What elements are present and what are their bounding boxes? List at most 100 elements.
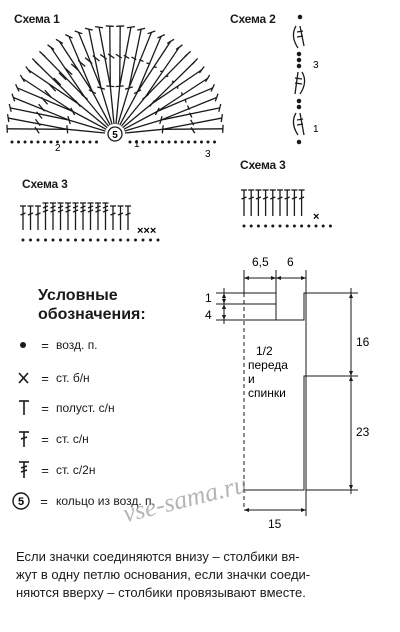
chain-dot <box>148 140 151 144</box>
chain-dot <box>23 140 27 144</box>
fan-inner-stitch <box>84 96 110 127</box>
dim-right-23: 23 <box>356 425 370 439</box>
chain-dot <box>75 140 79 144</box>
chain-dot <box>167 140 171 144</box>
scheme-3a-tail: ××× <box>137 225 156 237</box>
fan-inner-stitch <box>77 103 108 129</box>
fan-inner-stitch <box>119 91 139 126</box>
fan-outer-stitch <box>50 46 86 98</box>
chain-dot <box>134 238 137 242</box>
footnote-line2: жут в одну петлю основания, если значки … <box>16 567 311 582</box>
stitch-cross <box>50 209 56 213</box>
dim-bottom: 15 <box>268 517 282 531</box>
piece-label-line1: 1/2 <box>256 344 273 358</box>
scheme-2-title: Схема 2 <box>230 12 276 26</box>
fan-outer-stitch-top <box>39 50 46 58</box>
fan-outer-stitch <box>144 46 180 98</box>
stitch-cross <box>125 212 131 216</box>
legend-equals: = <box>41 370 49 386</box>
fan-inner-stitch <box>109 86 115 125</box>
fan-outer-stitch <box>41 53 86 98</box>
legend-equals: = <box>41 431 49 447</box>
fan-inner-stitch-top <box>70 107 76 116</box>
fan-outer-stitch-cross <box>138 59 144 63</box>
chain-dot <box>180 140 184 144</box>
legend-heading: Условные обозначения: <box>38 286 146 324</box>
chain-dot <box>21 238 25 242</box>
chain-dot <box>89 238 92 242</box>
chain-dot <box>292 224 296 228</box>
fan-inner-stitch <box>117 87 130 125</box>
fan-outer-stitch-cross <box>84 57 93 64</box>
fan-outer-stitch-top <box>204 74 211 83</box>
legend-heading-line1: Условные <box>38 287 118 304</box>
fan-outer-stitch-cross <box>77 59 86 68</box>
fan-outer-stitch-top <box>126 25 135 29</box>
chain-dot <box>49 140 53 144</box>
fan-outer-stitch <box>151 69 203 105</box>
fan-outer-stitch-top <box>8 103 12 112</box>
dim-top-right: 6 <box>287 255 294 269</box>
fan-inner-stitch-top <box>88 89 97 95</box>
fan-outer-stitch <box>88 29 102 89</box>
fan-outer-stitch-top <box>19 74 26 83</box>
stitch-cross <box>95 205 101 209</box>
fan-outer-stitch-cross <box>36 111 43 119</box>
fan-outer-stitch <box>10 107 70 121</box>
scheme-2-label-3: 3 <box>313 60 319 71</box>
double-crochet-icon <box>19 431 29 447</box>
fan-outer-stitch-top <box>95 25 104 29</box>
fan-inner-stitch-top <box>106 85 115 88</box>
fan-outer-stitch-top <box>47 44 55 51</box>
legend-equals: = <box>41 400 49 416</box>
fan-outer-stitch-cross <box>70 63 79 71</box>
fan-outer-stitch <box>27 69 79 105</box>
scheme-3a-diagram: ××× <box>20 202 160 242</box>
chain-dot <box>59 238 62 242</box>
fan-outer-stitch-cross <box>64 67 73 76</box>
stitch-cross <box>102 209 109 213</box>
legend-heading-line2: обозначения: <box>38 306 146 323</box>
stitch-cross <box>57 209 64 213</box>
fan-outer-stitch <box>22 77 74 112</box>
fan-outer-stitch-top <box>214 93 219 102</box>
fan-outer-stitch-top <box>15 84 20 92</box>
fan-outer-stitch-cross <box>48 83 57 92</box>
fan-inner-stitch <box>115 86 121 125</box>
ring-icon: 5 <box>12 492 30 510</box>
legend-row-sc: = ст. б/н <box>16 369 90 387</box>
stitch-cross <box>95 209 101 213</box>
fan-inner-stitch <box>100 87 113 125</box>
fan-outer-stitch-cross <box>123 54 130 59</box>
legend-row-hdc: = полуст. с/н <box>16 399 115 417</box>
fan-inner-stitch <box>120 96 146 127</box>
chain-dot <box>56 140 59 144</box>
piece-label-line2: переда <box>248 358 288 372</box>
chain-dot <box>249 224 253 228</box>
chain-dot <box>193 140 197 144</box>
stitch-cross <box>72 205 79 209</box>
scheme-2-label-1: 1 <box>313 124 319 135</box>
fan-outer-stitch-cross <box>188 112 193 118</box>
stitch-cross <box>298 196 305 200</box>
legend-row-tr: = ст. с/2н <box>16 461 95 479</box>
fan-outer-stitch-top <box>198 66 205 74</box>
scheme-3b-diagram: × <box>241 189 332 228</box>
fan-outer-stitch-cross <box>34 118 41 127</box>
chain-dot <box>328 224 332 228</box>
chain-dot <box>10 140 14 144</box>
fan-outer-stitch-cross <box>190 119 195 126</box>
fan-outer-stitch-cross <box>44 89 52 98</box>
dim-left-4: 4 <box>205 308 212 322</box>
fan-outer-stitch-top <box>157 34 165 39</box>
scheme-1-title: Схема 1 <box>14 12 60 26</box>
chain-dot <box>36 238 40 242</box>
chain-dot <box>96 238 100 242</box>
fan-outer-stitch <box>8 117 68 130</box>
fan-outer-stitch-cross <box>107 53 115 59</box>
fan-inner-stitch-top <box>66 125 69 134</box>
chain-dot <box>187 140 190 144</box>
stitch-cross <box>57 205 64 209</box>
fan-outer-stitch-cross <box>40 96 49 105</box>
fan-outer-stitch-cross <box>115 53 123 59</box>
